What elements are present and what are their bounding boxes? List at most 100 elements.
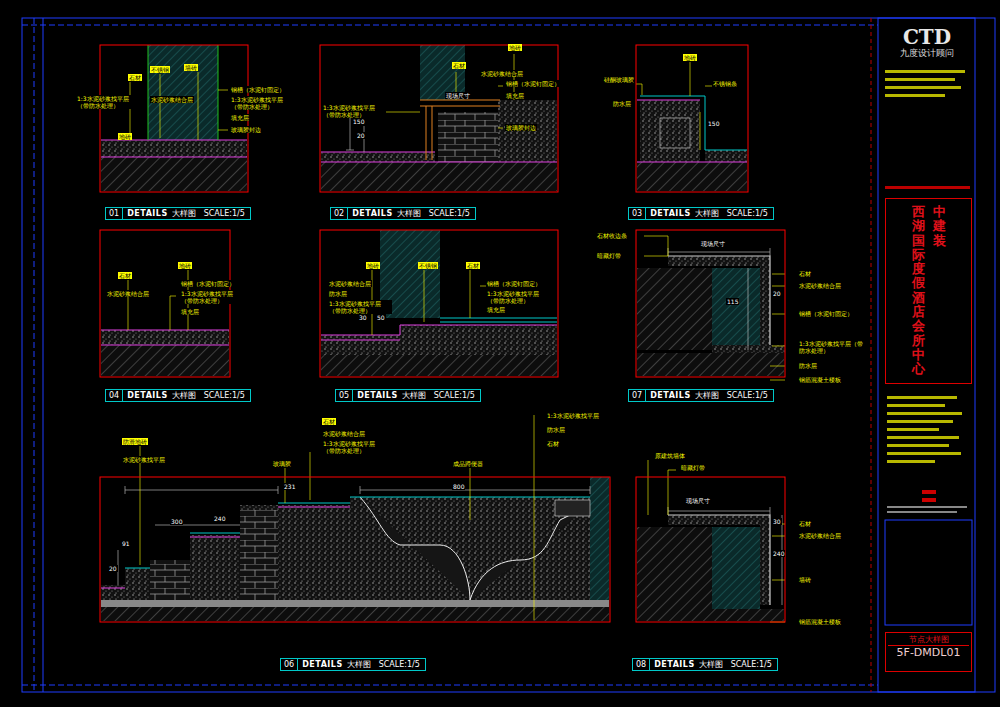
detail-05-section: [320, 230, 558, 377]
detail-caption: 大样图: [397, 208, 429, 219]
detail-caption: 大样图: [695, 208, 727, 219]
callout-note: 水泥砂浆结合层: [798, 282, 842, 289]
material-tag: 地砖: [683, 54, 697, 61]
detail-title-bar: 02DETAILS大样图SCALE:1/5: [330, 207, 476, 220]
callout-note: 石材: [798, 270, 812, 277]
callout-note: 水泥砂浆找平层: [122, 456, 166, 463]
detail-title-bar: 01DETAILS大样图SCALE:1/5: [105, 207, 251, 220]
dimension-value: 20: [356, 132, 366, 139]
details-word: DETAILS: [646, 391, 694, 400]
callout-note: 钢槽（水泥钉固定）: [486, 280, 542, 287]
details-word: DETAILS: [123, 209, 171, 218]
detail-caption: 大样图: [402, 390, 434, 401]
callout-note: 1:3水泥砂浆找平层（带防水处理）: [328, 300, 392, 314]
detail-number: 06: [281, 659, 298, 670]
dimension-value: 20: [108, 565, 118, 572]
detail-number: 05: [336, 390, 353, 401]
callout-note: 不锈钢条: [712, 80, 738, 87]
detail-03-section: [636, 45, 748, 192]
callout-note: 钢槽（水泥钉固定）: [505, 80, 561, 87]
callout-note: 填充层: [486, 306, 506, 313]
sheet-frame: [22, 18, 995, 692]
callout-note: 填充层: [180, 308, 200, 315]
callout-note: 钢筋混凝土楼板: [798, 376, 842, 383]
firm-name: 九度设计顾问: [900, 48, 954, 59]
detail-caption: 大样图: [172, 390, 204, 401]
detail-number: 07: [629, 390, 646, 401]
callout-note: 水泥砂浆结合层: [106, 290, 150, 297]
callout-note: 1:3水泥砂浆找平层（带防水处理）: [798, 340, 866, 354]
callout-note: 1:3水泥砂浆找平层（带防水处理）: [486, 290, 550, 304]
material-tag: 地砖: [118, 133, 132, 140]
dimension-value: 300: [170, 518, 183, 525]
detail-title-bar: 03DETAILS大样图SCALE:1/5: [628, 207, 774, 220]
dimension-value: 现场尺寸: [700, 240, 726, 247]
callout-note: 玻璃胶封边: [230, 126, 262, 133]
details-word: DETAILS: [348, 209, 396, 218]
scale-text: SCALE:1/5: [379, 660, 423, 669]
callout-note: 1:3水泥砂浆找平层: [546, 412, 600, 419]
scale-text: SCALE:1/5: [429, 209, 473, 218]
material-tag: 地砖: [178, 262, 192, 269]
callout-note: 硅酮玻璃胶: [603, 76, 635, 83]
title-block-blur: [885, 70, 970, 513]
detail-title-bar: 06DETAILS大样图SCALE:1/5: [280, 658, 426, 671]
dimension-value: 115: [726, 298, 739, 305]
callout-note: 防水层: [546, 426, 566, 433]
callout-note: 石材: [798, 520, 812, 527]
callout-note: 石材: [546, 440, 560, 447]
dimension-value: 现场尺寸: [445, 92, 471, 99]
details-word: DETAILS: [298, 660, 346, 669]
scale-text: SCALE:1/5: [204, 391, 248, 400]
scale-text: SCALE:1/5: [434, 391, 478, 400]
callout-note: 1:3水泥砂浆找平层（带防水处理）: [76, 95, 140, 109]
dimension-value: 231: [283, 483, 296, 490]
callout-note: 填充层: [505, 92, 525, 99]
dimension-value: 30: [358, 314, 368, 321]
project-name-box: 西湖国际度假酒店会所中心中建装: [885, 198, 972, 384]
detail-number: 03: [629, 208, 646, 219]
callout-note: 防水层: [798, 362, 818, 369]
sheet-number-box: 节点大样图5F-DMDL01: [885, 632, 972, 672]
dimension-value: 240: [213, 515, 226, 522]
detail-01-section: [100, 45, 248, 192]
detail-number: 02: [331, 208, 348, 219]
detail-02-section: [320, 45, 558, 192]
dimension-value: 150: [352, 118, 365, 125]
callout-note: 原建筑墙体: [654, 452, 686, 459]
logo-mark: CTD: [903, 26, 951, 48]
callout-note: 暗藏灯带: [680, 464, 706, 471]
material-tag: 石材: [452, 62, 466, 69]
material-tag: 不锈钢: [150, 66, 170, 73]
material-tag: 地砖: [508, 44, 522, 51]
detail-caption: 大样图: [699, 659, 731, 670]
scale-text: SCALE:1/5: [727, 209, 771, 218]
material-tag: 不锈钢: [418, 262, 438, 269]
details-word: DETAILS: [353, 391, 401, 400]
callout-note: 1:3水泥砂浆找平层（带防水处理）: [180, 290, 244, 304]
callout-note: 玻璃胶封边: [505, 124, 537, 131]
material-tag: 石材: [118, 272, 132, 279]
material-tag: 石材: [322, 418, 336, 425]
detail-number: 08: [633, 659, 650, 670]
callout-note: 钢槽（水泥钉固定）: [798, 310, 854, 317]
callout-note: 防水层: [328, 290, 348, 297]
scale-text: SCALE:1/5: [204, 209, 248, 218]
project-name: 西湖国际度假酒店会所中心: [912, 205, 925, 377]
callout-note: 钢筋混凝土楼板: [798, 618, 842, 625]
details-word: DETAILS: [123, 391, 171, 400]
detail-caption: 大样图: [695, 390, 727, 401]
details-word: DETAILS: [646, 209, 694, 218]
callout-note: 墙砖: [798, 576, 812, 583]
callout-note: 钢槽（水泥钉固定）: [230, 86, 286, 93]
callout-note: 玻璃胶: [272, 460, 292, 467]
dimension-value: 800: [452, 483, 465, 490]
callout-note: 石材收边条: [596, 232, 628, 239]
detail-07-section: [636, 230, 785, 380]
scale-text: SCALE:1/5: [727, 391, 771, 400]
detail-caption: 大样图: [172, 208, 204, 219]
dimension-value: 150: [707, 120, 720, 127]
callout-note: 水泥砂浆结合层: [798, 532, 842, 539]
detail-title-bar: 08DETAILS大样图SCALE:1/5: [632, 658, 778, 671]
detail-number: 01: [106, 208, 123, 219]
